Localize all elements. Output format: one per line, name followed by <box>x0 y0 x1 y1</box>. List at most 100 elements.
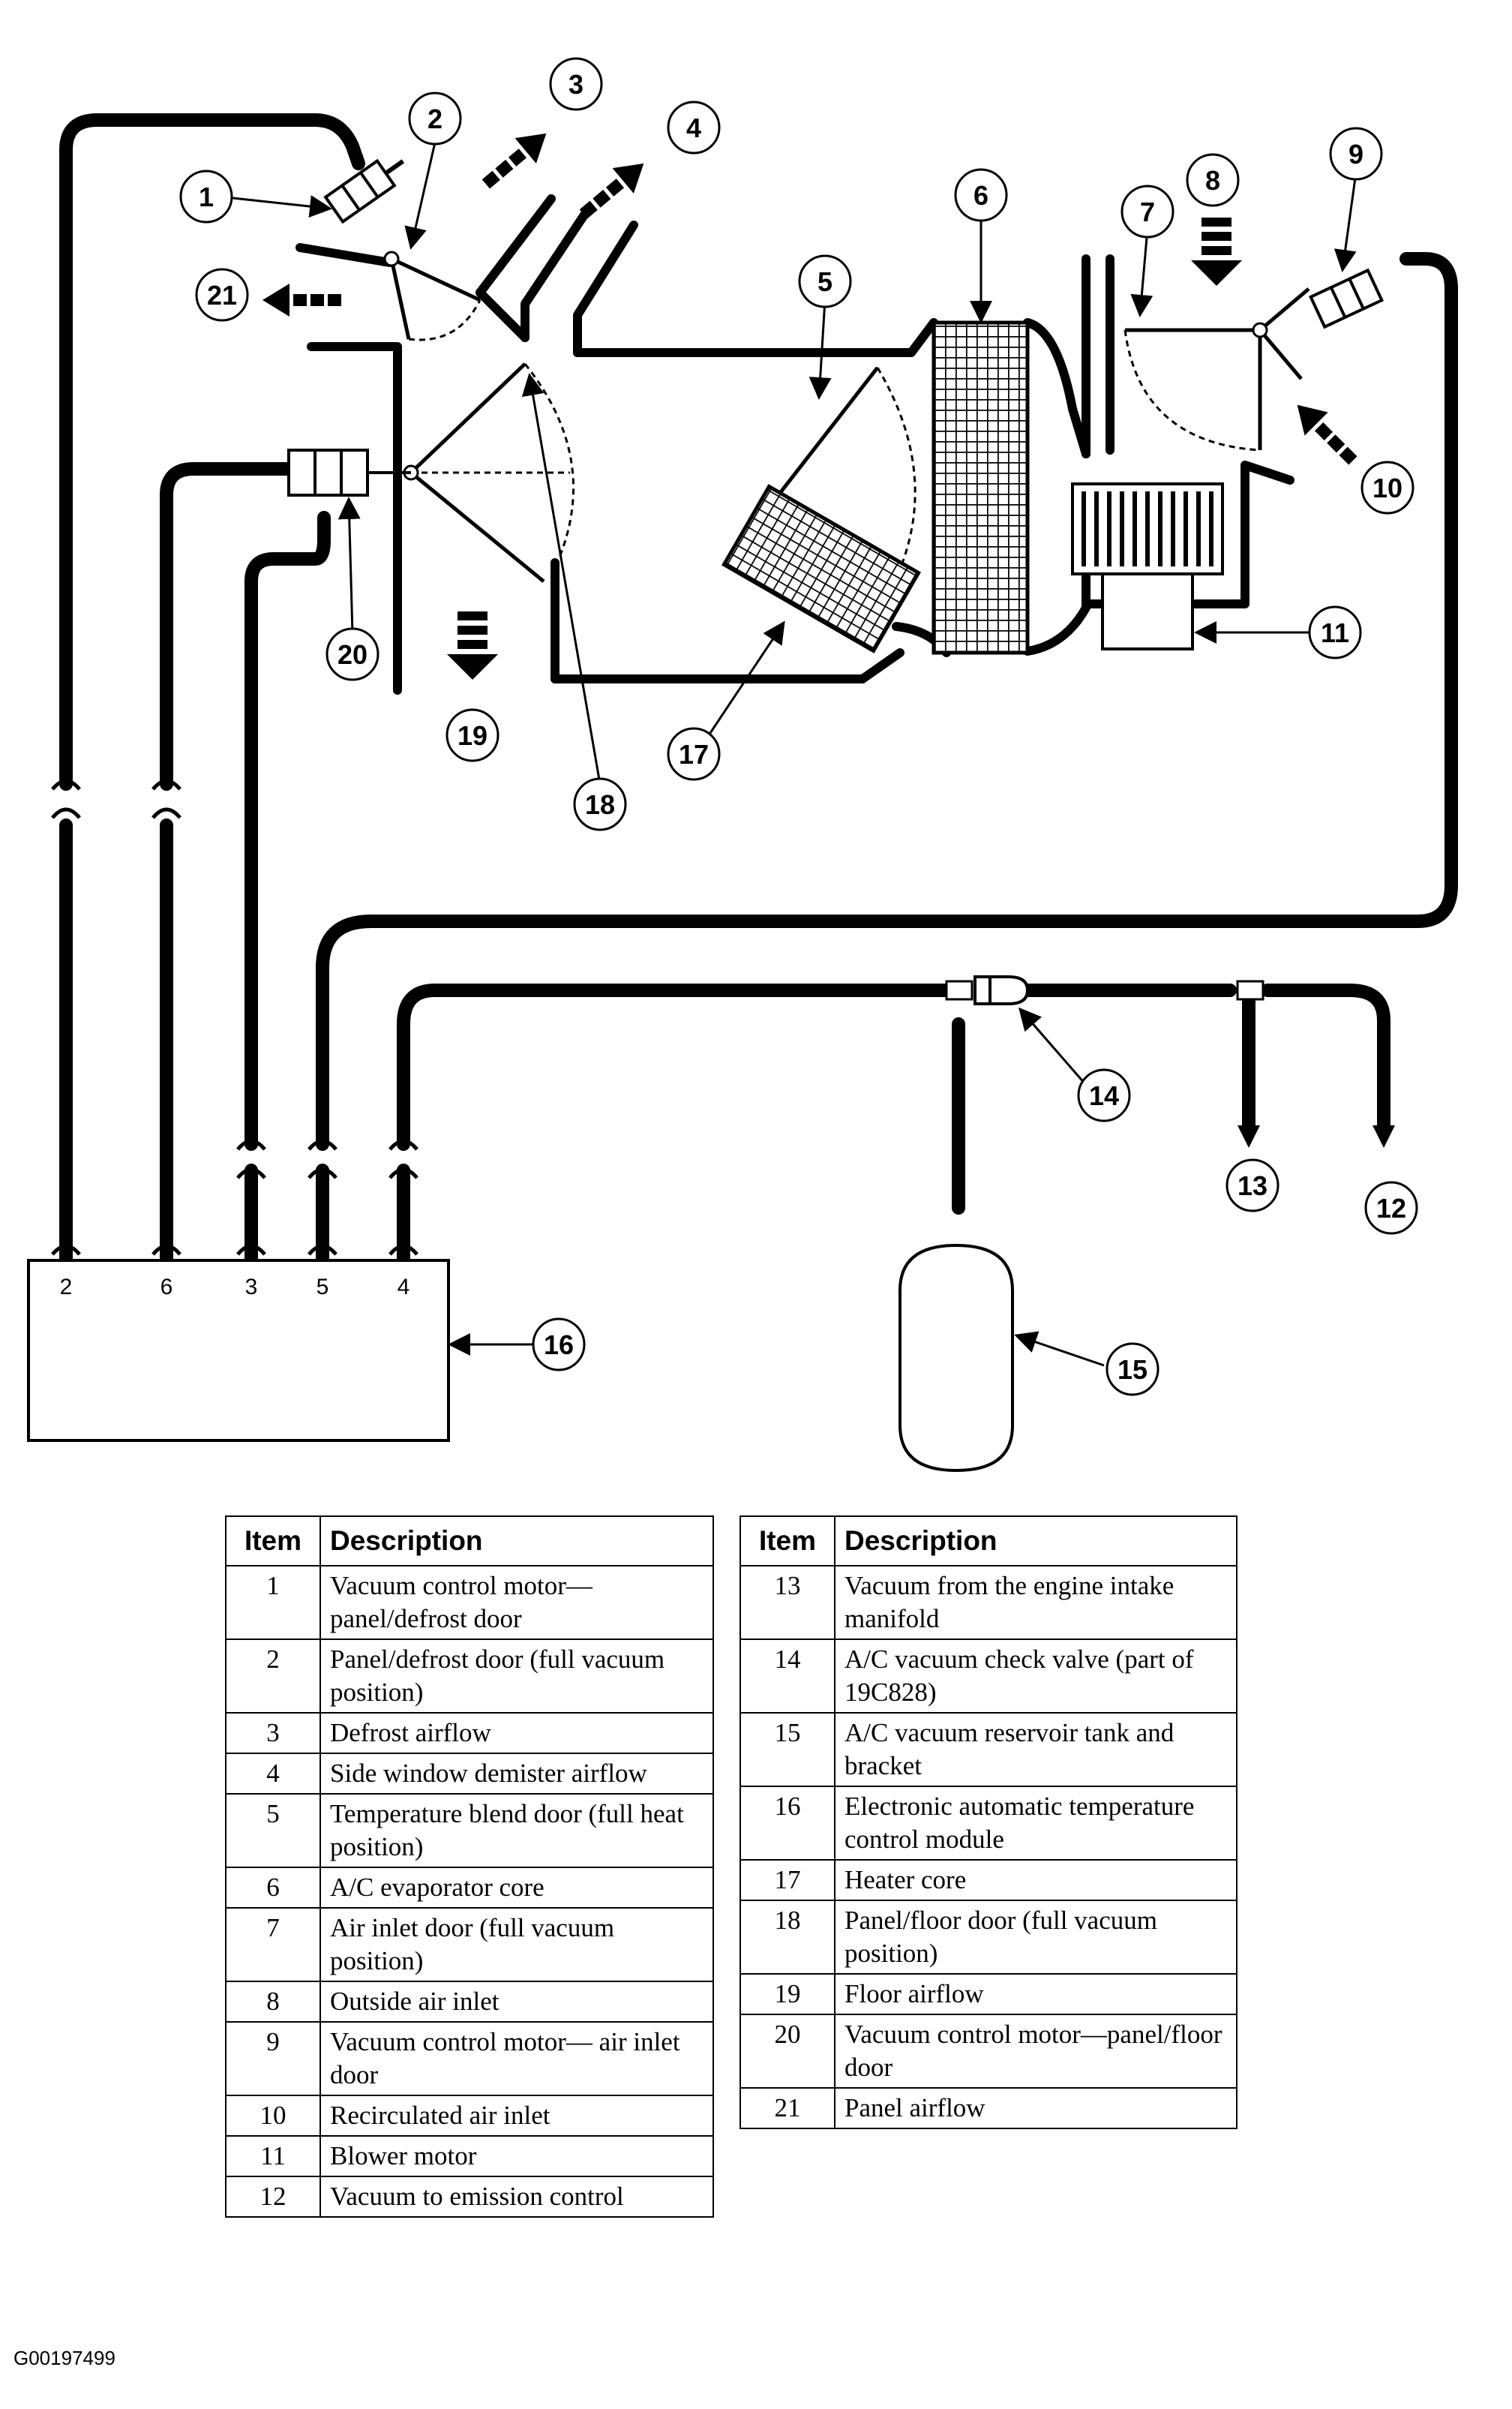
callout-9: 9 <box>1329 127 1383 181</box>
item-description: Defrost airflow <box>320 1712 714 1754</box>
svg-text:9: 9 <box>1348 139 1364 170</box>
svg-text:13: 13 <box>1238 1170 1268 1201</box>
callout-7: 7 <box>1120 185 1174 239</box>
side-window-demister-arrow <box>579 163 644 219</box>
item-description: Vacuum control motor—panel/floor door <box>834 2014 1238 2089</box>
port-label: 3 <box>245 1275 258 1299</box>
panel-defrost-door-swing <box>408 299 482 341</box>
legend-header-row: Item Description <box>225 1515 714 1566</box>
svg-text:8: 8 <box>1205 165 1220 196</box>
evaporator-core <box>932 320 1030 655</box>
callout-15: 15 <box>1106 1342 1160 1396</box>
heater-core <box>721 484 922 653</box>
item-description: Panel airflow <box>834 2087 1238 2129</box>
hose-vacuum-supply <box>1021 984 1390 1136</box>
panel-defrost-door <box>389 257 482 340</box>
item-number: 14 <box>740 1639 836 1714</box>
item-number: 5 <box>225 1793 321 1868</box>
item-description: Vacuum from the engine intake manifold <box>834 1565 1238 1640</box>
item-number: 17 <box>740 1859 836 1901</box>
port-label: 6 <box>160 1275 173 1299</box>
vacuum-reservoir-tank <box>898 1243 1014 1473</box>
svg-text:21: 21 <box>207 280 237 311</box>
panel-airflow-arrow <box>262 284 341 317</box>
airflow-arrows <box>262 133 1395 1148</box>
item-number: 15 <box>740 1712 836 1787</box>
eatc-module <box>27 1259 450 1442</box>
item-number: 18 <box>740 1900 836 1975</box>
item-number: 12 <box>225 2176 321 2218</box>
emission-control-arrowhead <box>1372 1125 1395 1148</box>
svg-text:17: 17 <box>679 739 709 770</box>
callout-11: 11 <box>1308 605 1362 659</box>
leader-lines <box>218 142 1358 1367</box>
item-number: 21 <box>740 2087 836 2129</box>
item-description: A/C vacuum reservoir tank and bracket <box>834 1712 1238 1787</box>
item-number: 8 <box>225 1981 321 2023</box>
blower-motor-housing <box>1101 572 1194 650</box>
item-description: Electronic automatic temperature control… <box>834 1786 1238 1861</box>
item-number: 16 <box>740 1786 836 1861</box>
item-number: 11 <box>225 2135 321 2177</box>
item-description: Vacuum control motor— air inlet door <box>320 2021 714 2096</box>
vacuum-hoses <box>59 113 1458 1267</box>
item-number: 13 <box>740 1565 836 1640</box>
blower-motor <box>1071 482 1224 650</box>
figure-id: G00197499 <box>14 2347 116 2369</box>
item-number: 9 <box>225 2021 321 2096</box>
tee-fittings <box>945 980 1264 1001</box>
item-number: 3 <box>225 1712 321 1754</box>
svg-text:18: 18 <box>585 789 615 820</box>
item-description: A/C evaporator core <box>320 1867 714 1909</box>
check-valve <box>974 975 1030 1005</box>
vacuum-motor-9 <box>1308 268 1384 329</box>
callout-6: 6 <box>954 168 1008 222</box>
svg-text:16: 16 <box>544 1329 574 1360</box>
callout-3: 3 <box>549 57 603 111</box>
manifold-arrowhead <box>1238 1125 1260 1148</box>
item-description: Vacuum control motor—panel/defrost door <box>320 1565 714 1640</box>
outside-air-inlet-arrow <box>1191 218 1242 286</box>
svg-text:3: 3 <box>568 69 584 100</box>
item-number: 19 <box>740 1973 836 2015</box>
svg-text:4: 4 <box>686 113 701 143</box>
port-label: 4 <box>398 1275 410 1299</box>
item-description: Recirculated air inlet <box>320 2095 714 2137</box>
tee-fitting-right <box>1236 980 1264 1001</box>
item-description: Blower motor <box>320 2135 714 2177</box>
vacuum-system-diagram: 2 6 3 5 4 <box>27 57 1458 1473</box>
port-label: 2 <box>60 1275 73 1299</box>
item-number: 7 <box>225 1907 321 1982</box>
hose-port-2 <box>59 113 365 1267</box>
svg-text:19: 19 <box>458 720 488 751</box>
svg-text:2: 2 <box>428 104 442 134</box>
item-number: 4 <box>225 1753 321 1795</box>
pivot-door-2 <box>383 251 400 267</box>
item-description: Heater core <box>834 1859 1238 1901</box>
hose-port-4 <box>397 984 956 1267</box>
callout-2: 2 <box>408 92 462 146</box>
item-description: Vacuum to emission control <box>320 2176 714 2218</box>
item-description: A/C vacuum check valve (part of 19C828) <box>834 1639 1238 1714</box>
svg-text:5: 5 <box>818 266 832 297</box>
item-number: 20 <box>740 2014 836 2089</box>
vacuum-motor-1 <box>323 158 405 224</box>
svg-text:6: 6 <box>974 180 988 211</box>
hose-break-marks <box>51 779 418 1256</box>
tee-fitting-left <box>945 980 974 1001</box>
temperature-blend-door <box>771 366 879 504</box>
item-description: Air inlet door (full vacuum position) <box>320 1907 714 1982</box>
module-port-labels: 2 6 3 5 4 <box>60 1275 410 1299</box>
